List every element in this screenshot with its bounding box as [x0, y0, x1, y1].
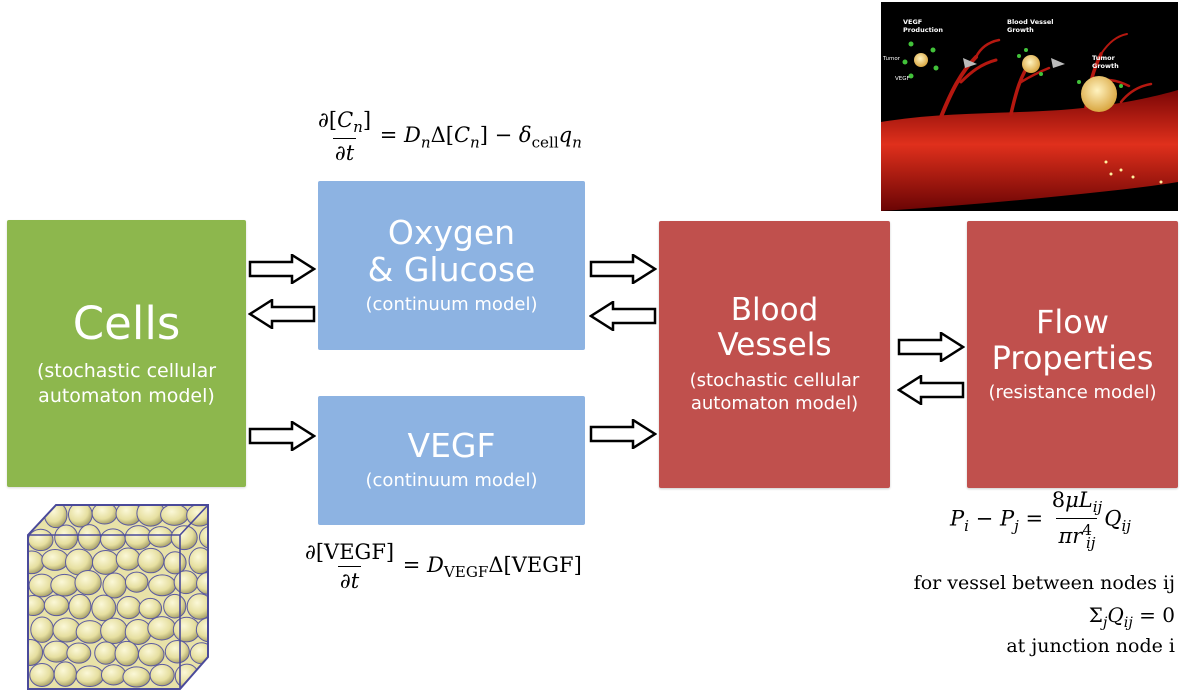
cell-blob: [124, 618, 152, 645]
cell-blob: [186, 593, 208, 620]
cell-cube-image: [27, 504, 209, 690]
cell-blob: [147, 526, 174, 548]
cell-blob: [160, 505, 189, 526]
cell-blob: [77, 524, 102, 551]
arrow-right-icon: [897, 332, 965, 362]
cell-blob: [124, 571, 149, 593]
cell-blob: [43, 640, 71, 663]
cell-blob: [29, 662, 55, 688]
cell-blob: [28, 528, 54, 552]
cell-blob: [66, 642, 92, 664]
cell-blob: [189, 642, 208, 665]
cell-blob: [170, 525, 198, 551]
cell-blob: [115, 547, 141, 571]
arrow-right-icon: [589, 419, 657, 449]
label-vegf: VEGF: [895, 76, 910, 82]
cell-blob: [75, 665, 105, 688]
cell-blob: [54, 524, 79, 551]
flow-properties-box: Flow Properties (resistance model): [967, 221, 1178, 488]
arrow-left-icon: [897, 375, 965, 405]
cell-blob: [91, 594, 117, 622]
cell-blob: [198, 664, 208, 689]
label-vegf-production-2: Production: [903, 26, 943, 34]
oxygen-subtitle: (continuum model): [365, 293, 538, 315]
cell-blob: [91, 550, 120, 575]
cell-blob: [94, 641, 118, 665]
vegf-subtitle: (continuum model): [365, 470, 538, 492]
label-vessel-growth-1: Blood Vessel: [1007, 18, 1054, 26]
cell-blob: [28, 550, 45, 575]
flow-subtitle: (resistance model): [988, 381, 1157, 403]
cell-blob: [188, 547, 208, 575]
cell-blob: [114, 640, 139, 667]
vessels-title-line2: Vessels: [717, 327, 832, 364]
cell-blob: [50, 573, 79, 597]
cell-blob: [122, 666, 151, 688]
cell-blob: [137, 642, 165, 667]
cell-blob: [116, 595, 142, 620]
cell-blob: [174, 663, 200, 689]
nutrient-diffusion-equation: ∂[Cn]∂t = DnΔ[Cn] − δcellqn: [318, 108, 582, 166]
cell-blob: [124, 525, 153, 551]
cell-blob: [195, 617, 208, 643]
flow-title-line2: Properties: [991, 338, 1154, 377]
cell-blob: [75, 620, 104, 644]
cells-title: Cells: [72, 296, 181, 350]
vegf-diffusion-equation: ∂[VEGF]∂t = DVEGFΔ[VEGF]: [305, 540, 582, 593]
arrow-right-icon: [589, 254, 657, 284]
vegf-title: VEGF: [407, 426, 496, 466]
label-vessel-growth-2: Growth: [1007, 26, 1034, 34]
vegf-box: VEGF (continuum model): [318, 396, 585, 525]
cell-blob: [41, 549, 69, 571]
cell-blob: [28, 639, 44, 666]
cell-blob: [102, 572, 127, 599]
cell-blob: [148, 574, 177, 597]
cell-blob: [28, 595, 46, 617]
cells-box: Cells (stochastic cellular automaton mod…: [7, 220, 246, 487]
arrow-right-icon: [248, 254, 316, 284]
blood-vessels-box: Blood Vessels (stochastic cellular autom…: [659, 221, 890, 488]
tumor-angiogenesis-image: VEGF Production Blood Vessel Growth Tumo…: [881, 2, 1178, 211]
arrow-left-icon: [589, 301, 657, 331]
cell-blob: [53, 661, 78, 687]
cell-blob: [100, 664, 127, 686]
label-tumor-growth-2: Growth: [1092, 62, 1119, 70]
cell-blob: [163, 551, 187, 575]
junction-note: at junction node i: [1006, 635, 1175, 657]
label-tumor-growth-1: Tumor: [1092, 54, 1116, 62]
vessel-between-note: for vessel between nodes ij: [913, 572, 1175, 594]
cell-blob: [100, 528, 126, 551]
cell-blob: [68, 593, 92, 620]
cell-blob: [149, 663, 175, 687]
vessels-title-line1: Blood: [730, 292, 819, 329]
cells-subtitle: (stochastic cellular automaton model): [36, 360, 217, 407]
label-vegf-production-1: VEGF: [903, 18, 922, 26]
cell-blob: [199, 525, 208, 550]
cell-blob: [68, 505, 93, 528]
arrow-left-icon: [248, 299, 316, 329]
cell-blob: [43, 594, 70, 617]
label-tumor: Tumor: [882, 56, 901, 62]
cell-blob: [163, 593, 187, 619]
cell-blob: [164, 639, 190, 664]
cell-blob: [100, 617, 128, 645]
oxygen-title-line2: & Glucose: [367, 249, 536, 289]
cell-blob: [137, 547, 165, 574]
cell-blob: [138, 597, 163, 620]
cell-blob: [74, 570, 102, 596]
cell-blob: [30, 616, 54, 643]
cell-blob: [196, 572, 208, 595]
cell-blob: [173, 570, 199, 595]
oxygen-glucose-box: Oxygen & Glucose (continuum model): [318, 181, 585, 350]
flow-conservation-equation: ΣjQij = 0: [1088, 603, 1175, 631]
cell-blob: [147, 616, 177, 641]
flow-title-line1: Flow: [1035, 302, 1110, 341]
oxygen-title-line1: Oxygen: [387, 212, 516, 252]
vessels-subtitle: (stochastic cellular automaton model): [689, 369, 860, 415]
arrow-right-icon: [248, 421, 316, 451]
